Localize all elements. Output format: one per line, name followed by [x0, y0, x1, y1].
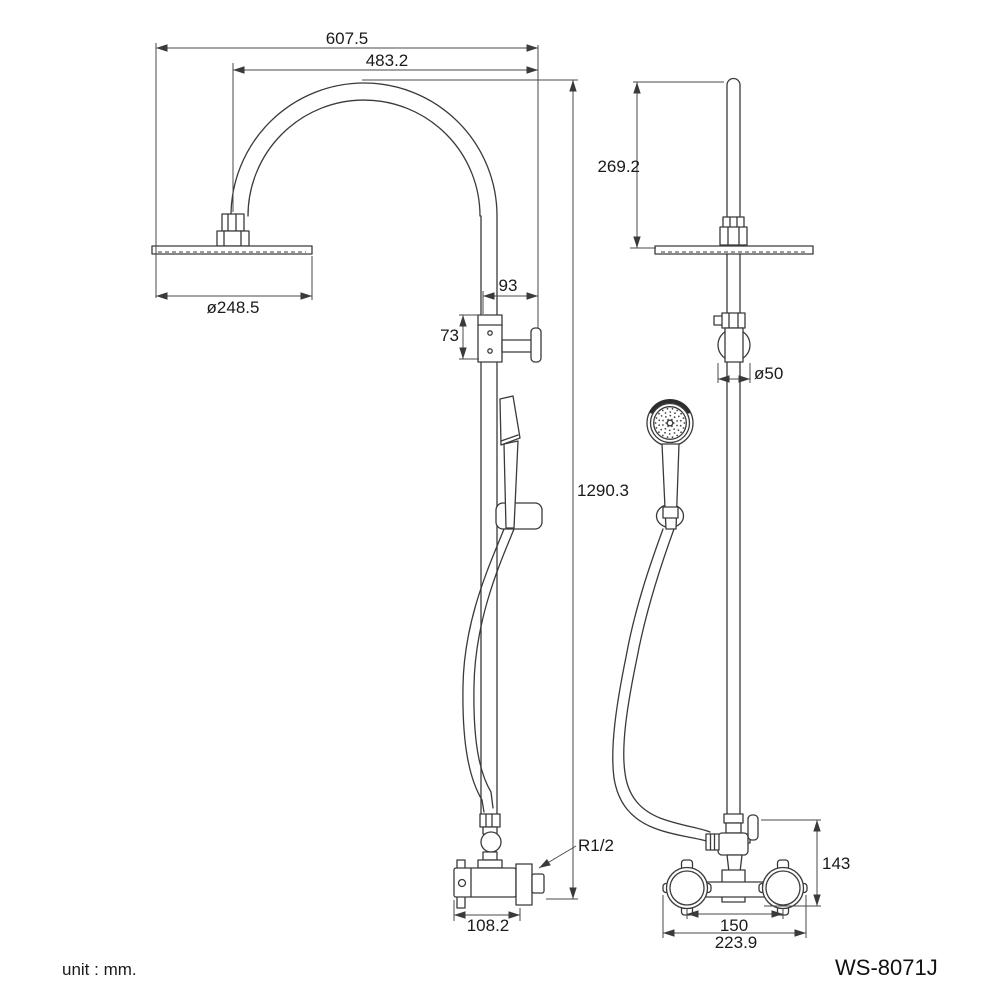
dim-text-valve-overall-width: 223.9	[715, 933, 758, 952]
wall-bracket-side	[477, 314, 542, 363]
dim-valve-height: 143	[761, 819, 850, 907]
dim-text-bracket-ring: ø50	[754, 364, 783, 383]
dim-bracket-height: 73	[440, 314, 479, 360]
dim-valve-depth: 108.2	[453, 900, 521, 935]
shower-arm	[230, 82, 498, 217]
mixer-valve-side	[453, 859, 545, 909]
unit-note: unit : mm.	[62, 960, 137, 979]
dim-text-total-height: 1290.3	[577, 481, 629, 500]
rain-shower-head-front	[654, 245, 814, 255]
dim-text-riser-above-head: 269.2	[597, 157, 640, 176]
dim-text-inlet-thread: R1/2	[578, 836, 614, 855]
dim-total-height: 1290.3	[362, 79, 629, 900]
shower-hose-side	[462, 528, 515, 813]
dim-text-valve-height: 143	[822, 854, 850, 873]
head-connector-front	[719, 216, 748, 246]
valve-screw	[457, 878, 467, 888]
riser-pipe-front-top	[726, 77, 741, 219]
round-wall-bracket	[713, 312, 751, 363]
swivel-ball-joint	[480, 831, 502, 853]
dim-text-bracket-offset: 93	[499, 276, 518, 295]
dimensions: 607.5 483.2 ø248.5 93 73	[155, 29, 850, 952]
hose-connector	[705, 833, 720, 851]
side-view	[151, 82, 545, 909]
hand-shower-holder-side	[495, 502, 543, 530]
dim-valve-overall-width: 223.9	[662, 895, 807, 952]
dim-arm-reach: 483.2	[232, 51, 538, 212]
dim-inlet-thread: R1/2	[538, 836, 614, 869]
riser-bottom-connector	[477, 813, 503, 869]
rain-shower-head-side	[151, 245, 313, 255]
wall-inlet-side	[531, 873, 545, 894]
holder-clamp	[662, 506, 679, 519]
dim-overall-width: 607.5	[155, 29, 539, 328]
dim-bracket-ring: ø50	[717, 363, 783, 383]
hand-shower-cap-edge	[649, 398, 691, 414]
spray-nozzle-dots	[654, 407, 686, 439]
front-view	[612, 77, 814, 916]
model-number: WS-8071J	[835, 955, 938, 980]
dim-text-arm-reach: 483.2	[366, 51, 409, 70]
arm-connector	[216, 213, 250, 247]
dim-bracket-offset: 93	[482, 276, 538, 314]
dim-text-bracket-height: 73	[440, 326, 459, 345]
dim-text-overall-width: 607.5	[326, 29, 369, 48]
dim-head-diameter: ø248.5	[156, 256, 313, 317]
hand-shower-front	[646, 398, 694, 530]
dim-text-head-diameter: ø248.5	[207, 298, 260, 317]
diverter-lever	[747, 814, 759, 841]
dim-text-valve-depth: 108.2	[467, 916, 510, 935]
hand-shower-side	[495, 395, 543, 530]
dim-riser-above-head: 269.2	[597, 81, 724, 249]
shower-hose-front	[612, 528, 711, 843]
